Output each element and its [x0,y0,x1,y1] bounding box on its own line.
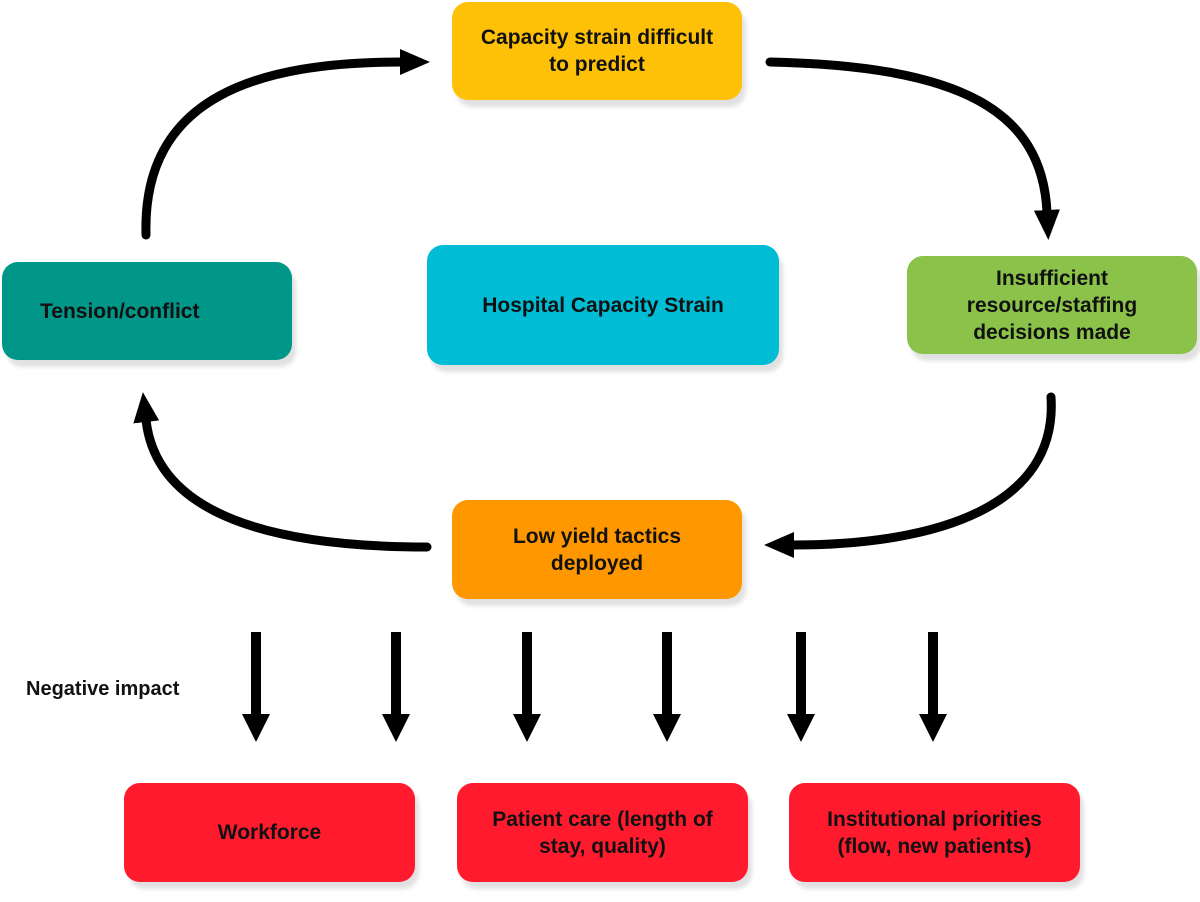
node-label-line: Insufficient [995,266,1108,290]
node-label-line: Patient care (length of [492,807,713,831]
impact-institutional-priorities: Institutional priorities (flow, new pati… [789,783,1080,882]
node-label-line: decisions made [973,320,1131,344]
arrow-capacity-to-insufficient [765,57,1060,240]
node-hospital-capacity-strain: Hospital Capacity Strain [427,245,779,365]
node-label-line: resource/staffing [966,293,1138,317]
node-tension-conflict: Tension/conflict [2,262,292,360]
node-label-line: to predict [549,53,645,76]
node-label-line: Workforce [217,821,322,844]
node-label-line: Institutional priorities [827,807,1042,831]
impact-arrow [242,632,270,742]
node-label-line: Capacity strain difficult [480,26,714,49]
impact-arrow [653,632,681,742]
node-label-line: deployed [550,551,644,575]
negative-impact-label: Negative impact [26,678,180,700]
node-low-yield-tactics: Low yield tactics deployed [452,500,742,599]
impact-arrow [513,632,541,742]
node-label-line: (flow, new patients) [837,834,1032,858]
node-capacity-strain: Capacity strain difficult to predict [452,2,742,100]
impact-arrow [382,632,410,742]
node-label: Hospital Capacity Strain [482,293,724,317]
arrow-lowyield-to-tension [133,392,432,552]
impact-patient-care: Patient care (length of stay, quality) [457,783,748,882]
node-insufficient-decisions: Insufficient resource/staffing decisions… [907,256,1197,354]
arrow-tension-to-capacity [141,49,430,240]
node-label-line: Tension/conflict [40,299,200,323]
impact-workforce: Workforce [124,783,415,882]
impact-arrows [242,632,947,742]
impact-arrow [787,632,815,742]
arrow-insufficient-to-lowyield [764,392,1056,558]
node-label-line: stay, quality) [539,834,666,858]
node-label-line: Low yield tactics [512,524,682,548]
impact-arrow [919,632,947,742]
